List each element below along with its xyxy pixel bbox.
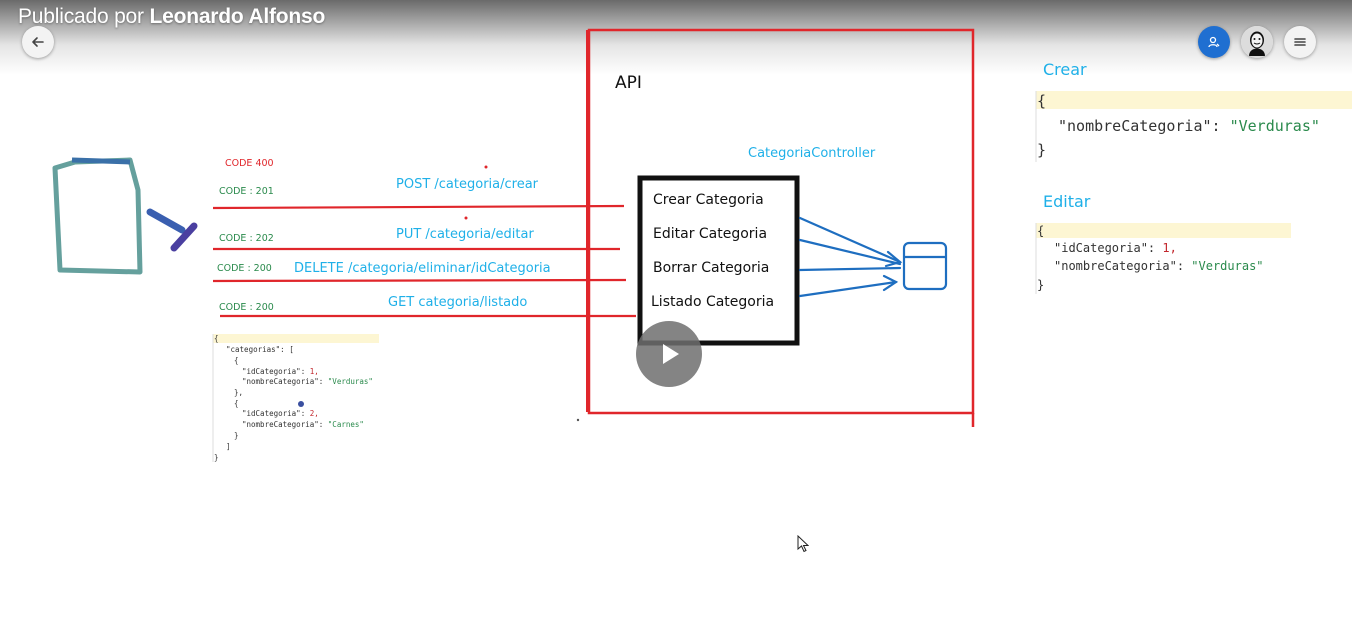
mouse-cursor-icon	[797, 535, 809, 553]
route-put: PUT /categoria/editar	[396, 227, 534, 242]
svg-text:},: },	[234, 388, 243, 397]
route-delete: DELETE /categoria/eliminar/idCategoria	[294, 261, 551, 276]
author-avatar[interactable]	[1241, 26, 1273, 58]
play-icon	[663, 344, 679, 364]
editar-label: Editar	[1043, 192, 1091, 211]
client-sketch	[52, 157, 198, 275]
svg-text:]: ]	[226, 442, 231, 451]
svg-text:{: {	[1037, 92, 1046, 110]
method-editar: Editar Categoria	[653, 226, 767, 242]
svg-text:"idCategoria": 2,: "idCategoria": 2,	[242, 409, 319, 418]
svg-text:{: {	[214, 334, 219, 343]
code-400: CODE 400	[225, 158, 274, 169]
code-200-get: CODE : 200	[219, 302, 274, 313]
svg-text:}: }	[1037, 278, 1044, 292]
api-label: API	[615, 73, 642, 93]
route-get: GET categoria/listado	[388, 295, 527, 310]
svg-text:"nombreCategoria": "Verduras": "nombreCategoria": "Verduras"	[242, 377, 373, 386]
user-button[interactable]	[1198, 26, 1230, 58]
svg-text:"nombreCategoria": "Verduras": "nombreCategoria": "Verduras"	[1058, 117, 1320, 135]
route-lines	[212, 204, 636, 318]
route-post: POST /categoria/crear	[396, 177, 539, 192]
anonymous-mask-avatar	[1241, 26, 1273, 58]
menu-button[interactable]	[1284, 26, 1316, 58]
method-crear: Crear Categoria	[653, 192, 764, 208]
controller-label: CategoriaController	[748, 146, 876, 161]
crear-json-snippet: Crear { "nombreCategoria": "Verduras" }	[1035, 60, 1352, 162]
hamburger-menu-icon	[1294, 38, 1306, 46]
play-button[interactable]	[636, 321, 702, 387]
top-gradient-bar	[0, 0, 1352, 75]
code-201: CODE : 201	[219, 186, 274, 197]
listado-json-snippet: { "categorias": [ { "idCategoria": 1, "n…	[212, 334, 379, 462]
controller-to-db-arrows	[798, 216, 903, 298]
api-boundary-box	[587, 28, 975, 415]
svg-text:"nombreCategoria": "Carnes": "nombreCategoria": "Carnes"	[242, 420, 364, 429]
back-button[interactable]	[22, 26, 54, 58]
code-202: CODE : 202	[219, 233, 274, 244]
method-borrar: Borrar Categoria	[653, 260, 769, 276]
svg-text:}: }	[1037, 141, 1046, 159]
published-by-label: Publicado por Leonardo Alfonso	[18, 5, 325, 29]
arrow-left-icon	[32, 37, 44, 47]
code-200-delete: CODE : 200	[217, 263, 272, 274]
published-prefix: Publicado por	[18, 5, 144, 28]
svg-text:{: {	[1037, 224, 1044, 238]
svg-text:"nombreCategoria": "Verduras": "nombreCategoria": "Verduras"	[1054, 259, 1264, 273]
svg-text:{: {	[234, 356, 239, 365]
database-icon	[902, 241, 948, 291]
svg-text:"idCategoria": 1,: "idCategoria": 1,	[242, 367, 319, 376]
svg-text:{: {	[234, 399, 239, 408]
method-listado: Listado Categoria	[651, 294, 774, 310]
svg-text:}: }	[234, 431, 239, 440]
user-icon	[1208, 36, 1220, 48]
author-name[interactable]: Leonardo Alfonso	[149, 5, 326, 28]
svg-text:}: }	[214, 453, 219, 462]
svg-text:"categorias": [: "categorias": [	[226, 345, 294, 354]
crear-label: Crear	[1043, 60, 1087, 79]
editar-json-snippet: Editar { "idCategoria": 1, "nombreCatego…	[1035, 192, 1291, 294]
controller-box	[637, 175, 800, 346]
svg-text:"idCategoria": 1,: "idCategoria": 1,	[1054, 241, 1177, 255]
